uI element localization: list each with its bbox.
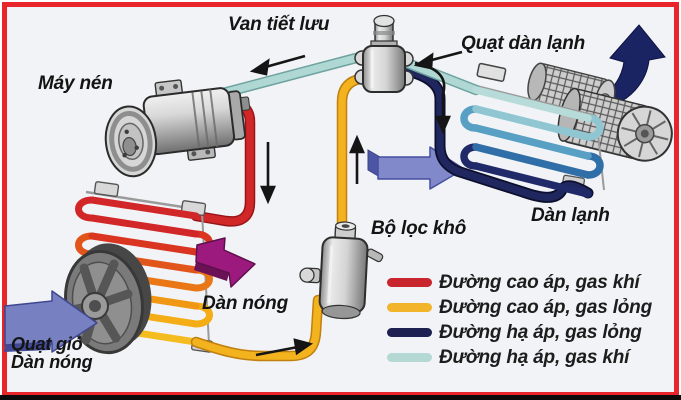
legend-swatch-high-pressure-liquid [387,303,432,312]
flow-arrow-liquid-down [414,61,451,135]
receiver-drier [299,221,384,320]
legend-label: Đường hạ áp, gas lỏng [439,321,642,343]
label-condenser-fan-line2: Dàn nóng [11,352,93,372]
label-expansion-valve: Van tiết lưu [228,14,330,35]
legend-label: Đường cao áp, gas lỏng [439,296,652,318]
flow-arrow-to-drier [255,338,314,357]
legend-label: Đường hạ áp, gas khí [439,346,630,368]
flow-arrow-liquid-up [349,134,365,184]
flow-arrow-discharge-down [260,142,276,205]
flow-arrows [249,50,463,357]
legend-item-low-pressure-gas: Đường hạ áp, gas khí [387,345,652,370]
label-evaporator-fan: Quạt dàn lạnh [461,33,586,54]
label-condenser: Dàn nóng [202,293,288,314]
legend-label: Đường cao áp, gas khí [439,271,640,293]
label-condenser-fan-line1: Quạt gió [11,334,83,354]
expansion-valve [354,14,414,93]
blower-fan [527,62,673,162]
legend-swatch-low-pressure-liquid [387,328,432,337]
bottom-black-bar [0,395,681,400]
legend: Đường cao áp, gas khí Đường cao áp, gas … [387,270,652,370]
legend-item-high-pressure-gas: Đường cao áp, gas khí [387,270,652,295]
legend-swatch-low-pressure-gas [387,353,432,362]
legend-item-high-pressure-liquid: Đường cao áp, gas lỏng [387,295,652,320]
label-condenser-fan: Quạt gió Dàn nóng [11,334,93,372]
condenser-air-out-arrow [194,237,256,288]
evaporator-coil [460,86,604,198]
condenser-air-in-arrow [4,290,98,353]
legend-item-low-pressure-liquid: Đường hạ áp, gas lỏng [387,320,652,345]
label-drier-filter: Bộ lọc khô [371,218,467,239]
flow-arrow-suction-left [249,54,306,76]
legend-swatch-high-pressure-gas [387,278,432,287]
compressor [104,79,251,178]
label-evaporator: Dàn lạnh [531,205,610,226]
label-compressor: Máy nén [38,73,113,94]
